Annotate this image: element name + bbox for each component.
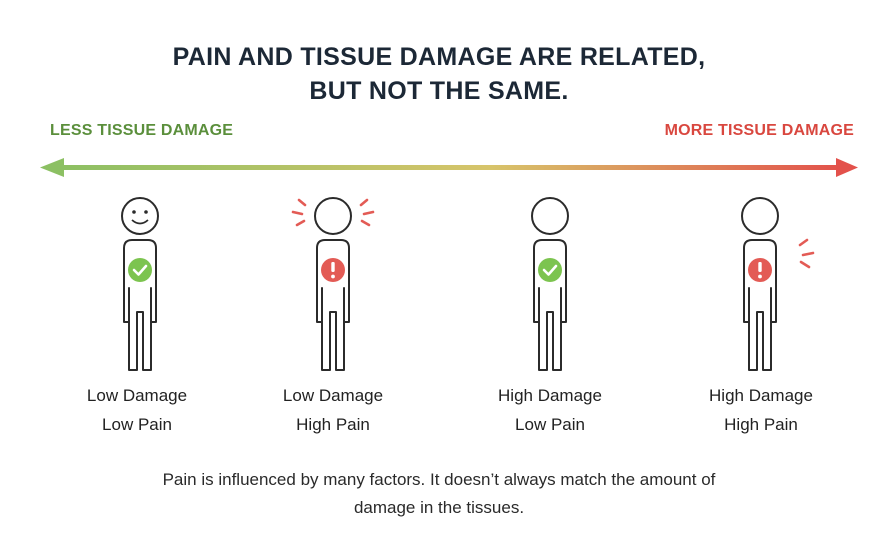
- caption-4: High Damage High Pain: [671, 381, 851, 439]
- arrow-head-left: [40, 158, 64, 177]
- damage-level: Low Damage: [282, 386, 384, 405]
- damage-level: High Damage: [498, 386, 602, 405]
- arrow-shaft: [60, 165, 844, 170]
- figure-high-damage-low-pain: [531, 197, 569, 371]
- pain-level: High Pain: [724, 415, 798, 434]
- smile-face: [131, 210, 149, 225]
- figure-high-damage-high-pain: [741, 197, 815, 371]
- exclamation-icon: [321, 258, 345, 282]
- check-icon: [538, 258, 562, 282]
- caption-1: Low Damage Low Pain: [47, 381, 227, 439]
- footnote: Pain is influenced by many factors. It d…: [0, 466, 878, 522]
- title-line-1: PAIN AND TISSUE DAMAGE ARE RELATED,: [172, 43, 706, 71]
- body-outline: [316, 239, 350, 371]
- caption-2: Low Damage High Pain: [243, 381, 423, 439]
- body-outline: [123, 239, 157, 371]
- head: [314, 197, 352, 235]
- body-outline: [533, 239, 567, 371]
- pain-level: Low Pain: [102, 415, 172, 434]
- less-damage-label: LESS TISSUE DAMAGE: [50, 122, 234, 139]
- exclamation-icon: [748, 258, 772, 282]
- pain-lines-right-icon: [798, 238, 815, 269]
- pain-level: Low Pain: [515, 415, 585, 434]
- pain-level: High Pain: [296, 415, 370, 434]
- head: [531, 197, 569, 235]
- damage-level: High Damage: [709, 386, 813, 405]
- damage-level: Low Damage: [86, 386, 188, 405]
- figure-low-damage-high-pain: [291, 197, 375, 371]
- title-line-2: BUT NOT THE SAME.: [309, 77, 569, 105]
- figure-low-damage-low-pain: [121, 197, 159, 371]
- arrow-head-right: [836, 158, 858, 177]
- page-title: PAIN AND TISSUE DAMAGE ARE RELATED, BUT …: [0, 40, 878, 108]
- pain-lines-right-icon: [359, 198, 375, 227]
- more-damage-label: MORE TISSUE DAMAGE: [664, 122, 854, 139]
- damage-spectrum-arrow: [40, 158, 858, 177]
- footnote-line-2: damage in the tissues.: [353, 498, 525, 517]
- body-outline: [743, 239, 777, 371]
- check-icon: [128, 258, 152, 282]
- footnote-line-1: Pain is influenced by many factors. It d…: [162, 470, 716, 489]
- head: [741, 197, 779, 235]
- head: [121, 197, 159, 235]
- caption-3: High Damage Low Pain: [460, 381, 640, 439]
- pain-lines-left-icon: [291, 198, 307, 227]
